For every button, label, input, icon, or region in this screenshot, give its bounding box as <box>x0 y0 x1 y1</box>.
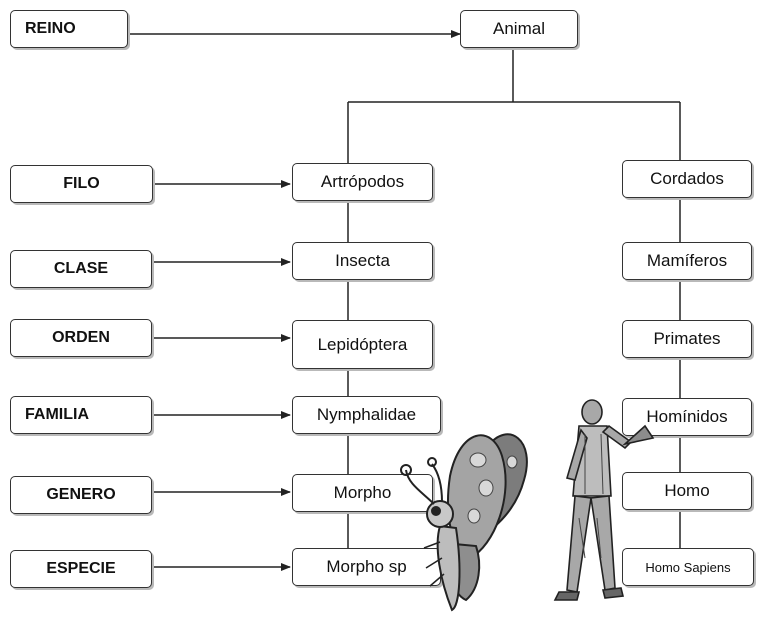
node-artropodos: Artrópodos <box>292 163 433 201</box>
rank-orden: ORDEN <box>10 319 152 357</box>
rank-clase: CLASE <box>10 250 152 288</box>
node-animal: Animal <box>460 10 578 48</box>
rank-familia: FAMILIA <box>10 396 152 434</box>
rank-especie: ESPECIE <box>10 550 152 588</box>
node-insecta: Insecta <box>292 242 433 280</box>
node-mamiferos: Mamíferos <box>622 242 752 280</box>
node-lepidoptera: Lepidóptera <box>292 320 433 369</box>
node-primates: Primates <box>622 320 752 358</box>
node-morpho: Morpho <box>292 474 433 512</box>
node-nymphalidae: Nymphalidae <box>292 396 441 434</box>
butterfly-illustration <box>400 433 528 612</box>
rank-genero: GENERO <box>10 476 152 514</box>
man-with-trumpet-illustration <box>553 399 655 601</box>
node-homo: Homo <box>622 472 752 510</box>
rank-reino: REINO <box>10 10 128 48</box>
node-morpho-sp: Morpho sp <box>292 548 441 586</box>
rank-filo: FILO <box>10 165 153 203</box>
node-cordados: Cordados <box>622 160 752 198</box>
node-homo-sapiens: Homo Sapiens <box>622 548 754 586</box>
